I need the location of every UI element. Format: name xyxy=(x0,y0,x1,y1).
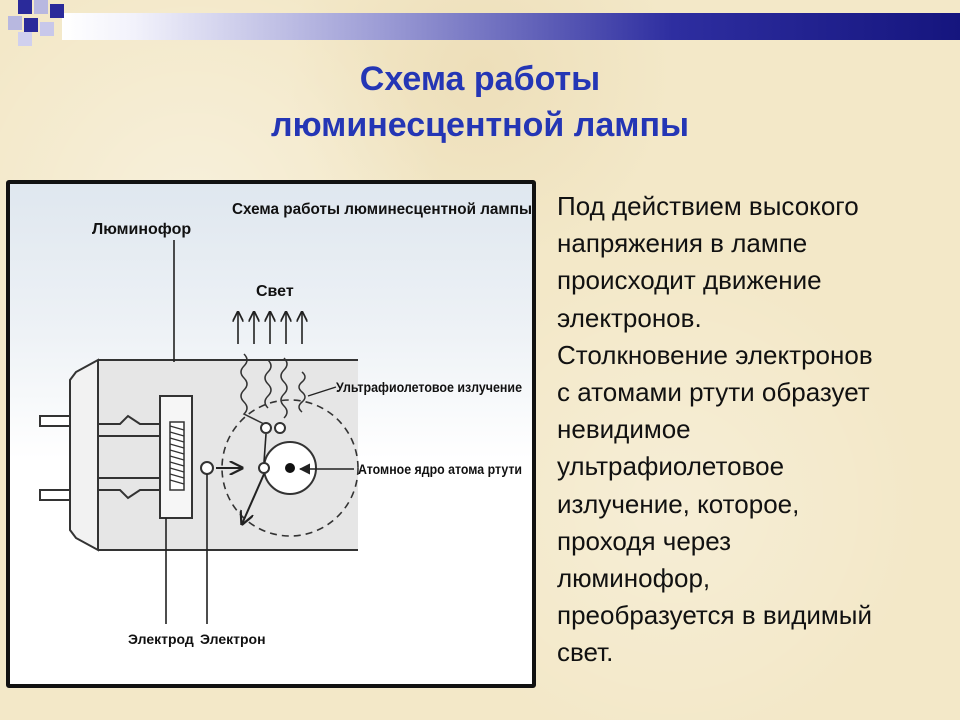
lamp-pin-bottom xyxy=(39,489,71,501)
label-phosphor: Люминофор xyxy=(92,221,191,238)
electron-dot xyxy=(200,461,214,475)
electrode-plate xyxy=(159,395,193,519)
description-line: проходя через xyxy=(557,525,732,556)
electron-path-line xyxy=(263,433,267,463)
description-line: напряжения в лампе xyxy=(557,228,808,259)
decor-square xyxy=(34,0,48,14)
atom-electron xyxy=(274,422,286,434)
uv-wave xyxy=(240,353,265,425)
mercury-nucleus xyxy=(285,463,295,473)
label-electrode: Электрод xyxy=(128,631,194,647)
label-light: Свет xyxy=(256,283,294,300)
uv-wave xyxy=(298,371,306,413)
diagram-title: Схема работы люминесцентной лампы xyxy=(232,201,532,218)
header-decoration xyxy=(0,0,960,46)
description-text: Под действием высокого напряжения в ламп… xyxy=(557,188,955,672)
description-line: Под действием высокого xyxy=(557,191,859,221)
electrode-lead-top xyxy=(98,414,160,425)
slide-title-line-2: люминесцентной лампы xyxy=(270,106,690,144)
description-line: происходит движение xyxy=(557,265,822,296)
lamp-end-cap xyxy=(69,358,99,552)
description-line: электронов. xyxy=(557,302,702,333)
label-electron: Электрон xyxy=(200,631,266,647)
decor-square xyxy=(18,32,32,46)
description-line: с атомами ртути образует xyxy=(557,377,870,408)
description-line: Столкновение электронов xyxy=(557,339,873,370)
mercury-atom-outer-orbit xyxy=(221,399,359,537)
header-gradient-bar xyxy=(62,13,960,40)
decor-square xyxy=(8,16,22,30)
description-line: преобразуется в видимый xyxy=(557,600,872,631)
atom-electron xyxy=(260,422,272,434)
lamp-diagram-frame: Схема работы люминесцентной лампы xyxy=(6,180,536,688)
lamp-pin-top xyxy=(39,415,71,427)
description-line: люминофор, xyxy=(557,563,711,594)
electron-scatter-arrow xyxy=(242,473,265,524)
label-mercury-nucleus: Атомное ядро атома ртути xyxy=(358,461,522,477)
label-uv-radiation: Ультрафиолетовое излучение xyxy=(336,379,522,395)
leader-uv xyxy=(307,386,337,397)
decor-square xyxy=(18,0,32,14)
description-line: свет. xyxy=(557,637,614,668)
electrode-coil-windings xyxy=(169,425,185,485)
slide-title: Схема работы люминесцентной лампы xyxy=(110,56,850,148)
electrode-lead-bottom xyxy=(98,489,160,500)
slide-title-line-1: Схема работы xyxy=(359,60,601,98)
decor-square xyxy=(24,18,38,32)
uv-wave xyxy=(264,359,272,409)
description-line: невидимое xyxy=(557,414,691,445)
description-line: излучение, которое, xyxy=(557,488,800,519)
decor-square xyxy=(50,4,64,18)
uv-wave xyxy=(280,357,288,419)
decor-square xyxy=(40,22,54,36)
lamp-diagram: Схема работы люминесцентной лампы xyxy=(39,201,532,647)
atom-electron xyxy=(258,462,270,474)
lamp-tube xyxy=(98,360,358,550)
description-line: ультрафиолетовое xyxy=(557,451,785,482)
